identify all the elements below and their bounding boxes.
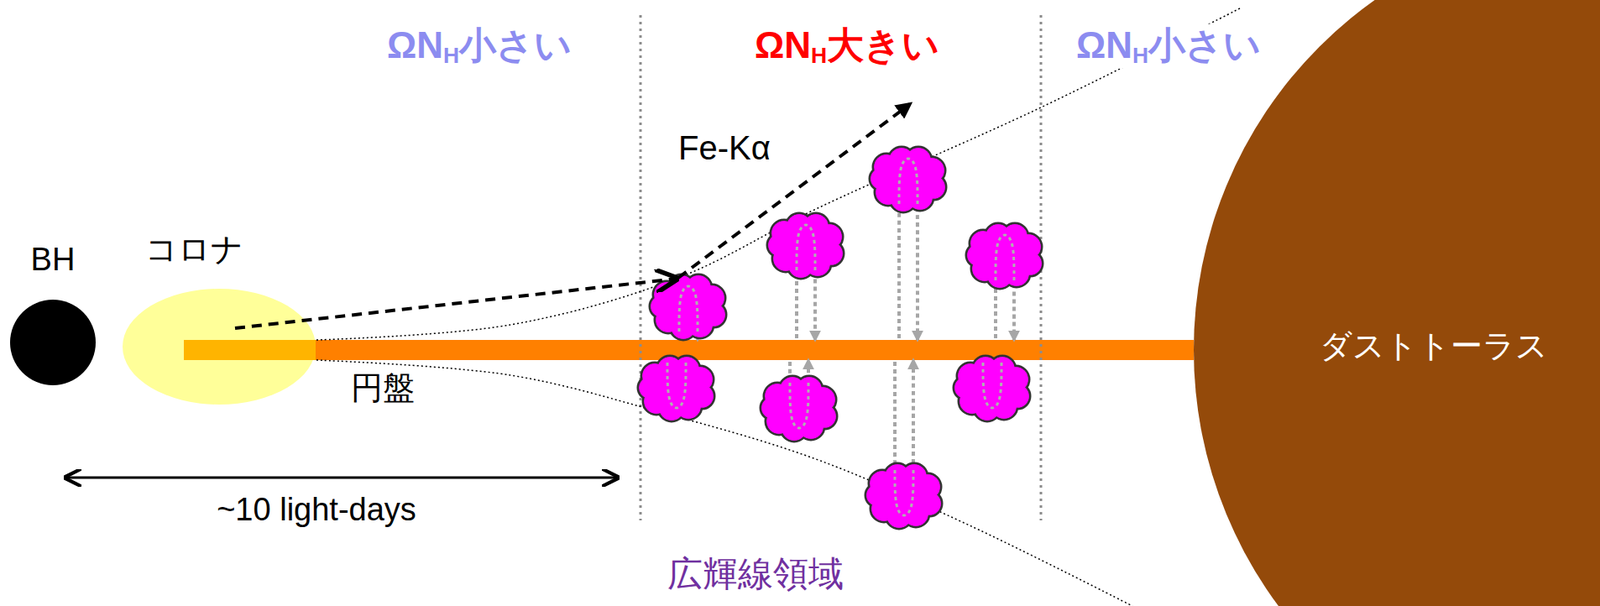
feka-ray (678, 104, 910, 278)
gas-cloud (760, 376, 837, 442)
text-part: 小さい (459, 24, 572, 66)
corona-fill (122, 288, 316, 405)
cloud-lobe (887, 157, 930, 200)
text-part: ΩN (1076, 24, 1133, 66)
text-part: ΩN (386, 24, 444, 66)
text-part: 小さい (1148, 24, 1261, 66)
orbit-loop (789, 382, 809, 429)
orbit-loop (983, 362, 1002, 408)
distance-arrow (65, 476, 618, 480)
region-dividers (640, 15, 1041, 521)
flare-curve (316, 8, 1240, 340)
feka-ray (235, 278, 677, 329)
line-name: Fe-Kα (678, 128, 771, 168)
orbit-loop (995, 235, 1015, 281)
corona-label: コロナ (145, 231, 244, 269)
black-hole-shape (10, 299, 96, 386)
accretion-disk-inner (183, 339, 316, 361)
dust-torus-label: ダストトーラス (1319, 328, 1548, 366)
black-hole: BH (10, 299, 96, 386)
dust-torus: ダストトーラス (1193, 0, 1600, 606)
gas-cloud (649, 274, 727, 340)
subscript: H (810, 42, 827, 68)
cloud-lobe (971, 366, 1014, 409)
subscript: H (443, 42, 460, 68)
orbit-loop (679, 286, 698, 332)
flare-curve (316, 360, 1133, 606)
orbit-loop (894, 470, 914, 516)
orbit-loop (899, 158, 918, 204)
cloud-lobe (778, 386, 821, 429)
column-density-label: ΩNH小さい (386, 24, 572, 69)
gas-cloud (865, 463, 942, 529)
text-part: ΩN (754, 24, 811, 66)
black-hole-fill (10, 299, 96, 386)
accretion-disk-label: 円盤 (348, 370, 418, 408)
cloud-lobe (655, 366, 698, 409)
subscript: H (1132, 42, 1149, 68)
orbit-loop (667, 362, 686, 408)
blr-clouds (637, 146, 1043, 529)
black-hole-label: BH (31, 241, 76, 279)
column-density-label: ΩNH大きい (754, 24, 940, 69)
region-name: 広輝線領域 (667, 554, 844, 595)
gas-cloud (637, 355, 715, 422)
dust-torus-fill (1193, 0, 1600, 606)
gas-cloud (966, 223, 1043, 289)
divider-line (639, 15, 643, 521)
gas-cloud (953, 355, 1031, 422)
orbit-loop (796, 224, 816, 271)
gas-cloud (767, 213, 844, 279)
cloud-lobe (883, 474, 926, 517)
orbit-loops (667, 158, 1015, 516)
column-density-label: ΩNH小さい (1073, 24, 1264, 69)
gas-cloud (869, 146, 947, 213)
cloud-lobe (667, 285, 710, 328)
cloud-lobe (983, 234, 1026, 277)
text-part: 大きい (826, 24, 940, 66)
flare-curves (316, 8, 1240, 606)
distance-label: ~10 light-days (216, 491, 417, 529)
dust-torus-shape (1193, 0, 1600, 606)
cloud-lobe (784, 224, 827, 267)
